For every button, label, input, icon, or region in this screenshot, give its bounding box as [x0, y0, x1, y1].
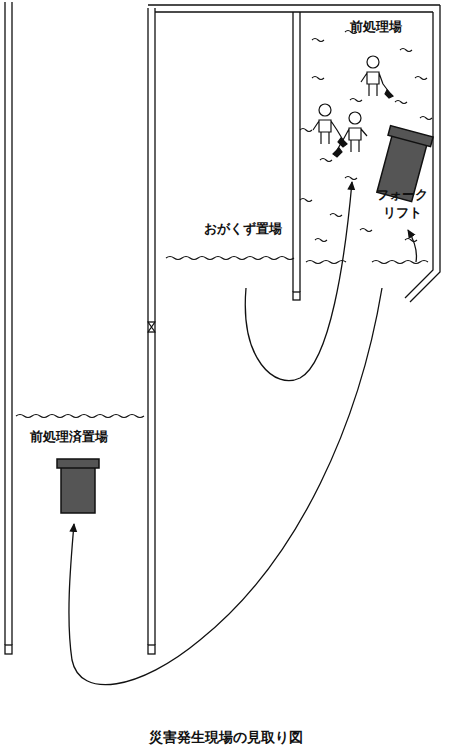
wave-stroke [166, 257, 294, 260]
wave-stroke [395, 101, 407, 104]
wave-stroke [400, 49, 412, 52]
wave-stroke [306, 261, 346, 264]
wave-stroke [372, 261, 428, 264]
area-label: 前処理場 [350, 18, 402, 36]
wave-stroke [420, 117, 432, 120]
workers [313, 56, 393, 157]
caption: 災害発生現場の見取り図 [149, 728, 303, 747]
wave-stroke [415, 77, 427, 80]
movement-arrows [69, 182, 417, 685]
wave-stroke [315, 239, 327, 242]
area-label: 前処理済置場 [30, 428, 108, 446]
wave-stroke [360, 229, 372, 232]
wave-stroke [405, 239, 417, 242]
wave-stroke [312, 39, 324, 42]
wave-stroke [350, 99, 362, 102]
forklift [57, 459, 99, 513]
wave-stroke [345, 177, 357, 180]
equipment-label: フォーク リフト [376, 186, 428, 221]
sawdust-waves [16, 31, 432, 418]
wave-stroke [300, 199, 312, 202]
wave-stroke [16, 415, 144, 418]
area-label: おがくず置場 [204, 220, 282, 238]
wave-stroke [320, 159, 332, 162]
wave-stroke [312, 77, 324, 80]
wave-stroke [330, 214, 342, 217]
wave-stroke [300, 129, 312, 132]
